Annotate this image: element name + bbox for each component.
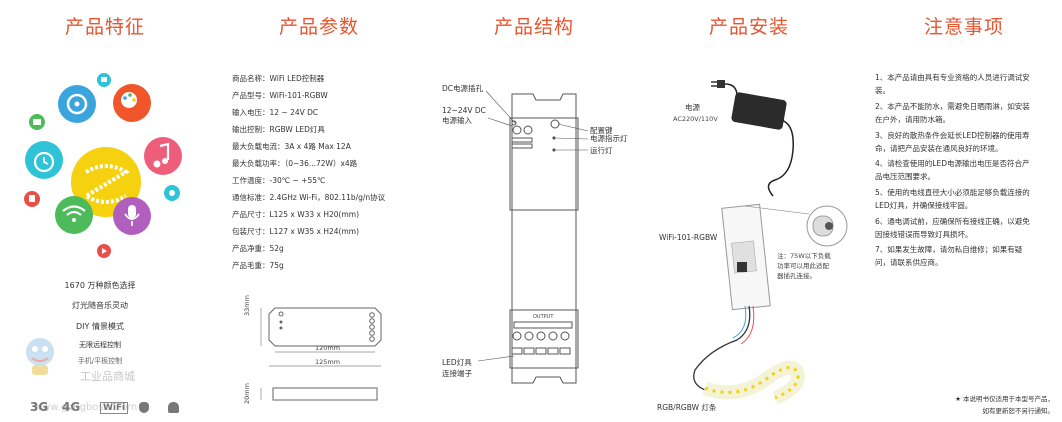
structure-section: 产品结构 DC电源插孔 12~24V DC 电源输入 配置键 电源指示灯 运行灯… xyxy=(430,0,645,422)
load-note-line: 注：75W以下负载 xyxy=(777,252,831,260)
feature-line: DIY 情景模式 xyxy=(76,322,124,331)
power-spec: AC220V/110V xyxy=(673,115,718,123)
feature-line: 手机/平板控制 xyxy=(77,357,123,365)
platform-wifi-icon: WiFi xyxy=(100,402,129,414)
note-item: 3、良好的散热条件会延长LED控制器的使用寿命，请把产品安装在通风良好的环境。 xyxy=(875,131,1030,153)
apple-icon xyxy=(139,402,149,413)
model-label: WiFi-101-RGBW xyxy=(659,233,718,242)
microphone-icon xyxy=(113,197,151,235)
footnote: 如有更新恕不另行通知。 xyxy=(982,407,1055,415)
spec-line: 最大负载功率：（0~36...72W）x4路 xyxy=(232,159,358,168)
cup-icon xyxy=(24,191,40,207)
note-item: 4、请检查使用的LED电源输出电压是否符合产品电压范围要求。 xyxy=(875,159,1030,181)
feature-line: 灯光随音乐灵动 xyxy=(72,301,128,310)
features-section: 产品特征 xyxy=(0,0,215,422)
spec-line: 通信标准：2.4GHz Wi-Fi，802.11b/g/n协议 xyxy=(232,193,386,202)
note-item: 7、如果发生故障，请勿私自维修；如果有疑问，请联系供应商。 xyxy=(875,245,1023,267)
dim-inner: 120mm xyxy=(315,344,341,352)
watermark-logo: 工业品商城 www.gongboshi.com xyxy=(26,338,137,413)
spec-line: 产品毛重：75g xyxy=(232,261,284,270)
dc-socket-label: DC电源插孔 xyxy=(442,84,484,93)
spec-line: 输出控制：RGBW LED灯具 xyxy=(232,125,325,134)
install-title: 产品安装 xyxy=(709,16,790,38)
led-terminal-label: 连接端子 xyxy=(442,369,472,378)
chat-icon xyxy=(97,73,111,87)
power-led-label: 电源指示灯 xyxy=(590,134,628,143)
dim-depth: 20mm xyxy=(243,383,251,404)
features-illustration xyxy=(24,73,182,258)
play-icon xyxy=(97,244,111,258)
android-icon xyxy=(168,402,179,413)
run-led-label: 运行灯 xyxy=(590,146,613,155)
spec-line: 产品尺寸：L125 x W33 x H20(mm) xyxy=(232,210,360,219)
dimension-drawing xyxy=(260,307,382,401)
dim-height: 33mm xyxy=(243,295,251,316)
led-terminal-label: LED灯具 xyxy=(442,358,472,367)
notes-section: 注意事项 1、本产品请由具有专业资格的人员进行调试安装。 2、本产品不能防水，需… xyxy=(860,0,1062,422)
load-note-line: 器插孔连接。 xyxy=(777,272,816,280)
music-note-icon xyxy=(144,137,182,175)
spec-line: 最大负载电流：3A x 4路 Max 12A xyxy=(232,142,351,151)
platform-3g-icon: 3G xyxy=(30,400,49,414)
dc-input-label: 电源输入 xyxy=(442,116,472,125)
platform-4g-icon: 4G xyxy=(62,400,81,414)
install-section: 产品安装 电源 AC220V/110V WiFi-101-RGBW 注：75W以… xyxy=(645,0,860,422)
spec-line: 产品净重：52g xyxy=(232,244,284,253)
alarm-clock-icon xyxy=(25,141,63,179)
note-item: 2、本产品不能防水，需避免日晒雨淋，如安装在户外，请用防水箱。 xyxy=(875,102,1030,124)
gallery-icon xyxy=(29,114,45,130)
output-label: OUTPUT xyxy=(533,314,554,320)
installation-diagram xyxy=(693,80,848,405)
dc-input-label: 12~24V DC xyxy=(442,106,486,115)
spec-line: 包装尺寸：L127 x W35 x H24(mm) xyxy=(232,227,360,236)
feature-line: 1670 万种颜色选择 xyxy=(64,281,136,290)
svg-text:www.gongboshi.com: www.gongboshi.com xyxy=(34,402,137,413)
notes-title: 注意事项 xyxy=(924,16,1005,38)
note-item: 6、通电调试前，应确保所有接线正确，以避免因接线错误而导致灯具损坏。 xyxy=(875,217,1030,239)
spec-line: 输入电压：12 ~ 24V DC xyxy=(232,108,319,117)
power-label: 电源 xyxy=(685,103,700,112)
params-title: 产品参数 xyxy=(279,16,360,38)
spec-line: 工作温度：-30℃ ~ +55℃ xyxy=(232,176,326,185)
strip-label: RGB/RGBW 灯条 xyxy=(657,403,717,412)
palette-icon xyxy=(113,84,151,122)
spec-line: 产品型号：WiFi-101-RGBW xyxy=(232,91,328,100)
flower-icon xyxy=(164,185,180,201)
params-section: 产品参数 商品名称：WiFi LED控制器 产品型号：WiFi-101-RGBW… xyxy=(215,0,430,422)
svg-text:工业品商城: 工业品商城 xyxy=(80,369,135,383)
wifi-icon xyxy=(55,196,93,234)
footnote: ★ 本说明书仅适用于本型号产品， xyxy=(955,395,1054,403)
config-key-label: 配置键 xyxy=(590,126,613,135)
controller-drawing xyxy=(477,90,589,384)
features-title: 产品特征 xyxy=(65,16,146,38)
dim-outer: 125mm xyxy=(315,358,341,366)
structure-title: 产品结构 xyxy=(494,16,575,38)
spec-line: 商品名称：WiFi LED控制器 xyxy=(232,74,325,83)
note-item: 1、本产品请由具有专业资格的人员进行调试安装。 xyxy=(875,73,1030,95)
load-note-line: 功率可以用此适配 xyxy=(777,262,829,270)
music-disc-icon xyxy=(58,85,96,123)
feature-line: 无限远程控制 xyxy=(79,341,121,349)
